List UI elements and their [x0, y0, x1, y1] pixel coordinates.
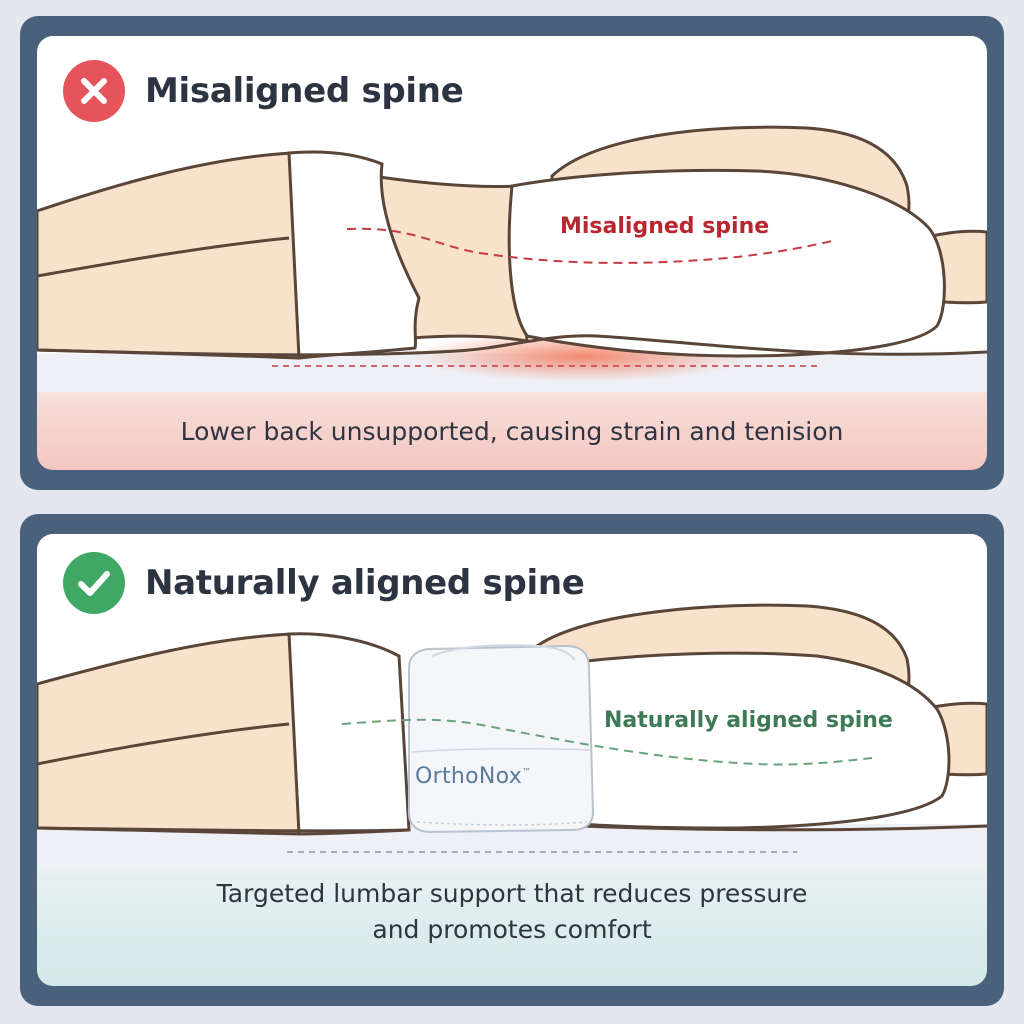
body-underside [37, 334, 987, 357]
spine-curve [346, 227, 833, 264]
shorts [287, 150, 421, 360]
misaligned-panel: Misaligned spine Misaligned spine Lower … [20, 16, 1004, 490]
aligned-panel: Naturally aligned spine Naturally aligne… [20, 514, 1004, 1006]
trademark-mark: ™ [522, 767, 532, 778]
misaligned-heading: Misaligned spine [63, 60, 464, 122]
leg-line [37, 236, 290, 278]
spine-label: Naturally aligned spine [604, 708, 893, 733]
aligned-card: Naturally aligned spine Naturally aligne… [37, 534, 987, 986]
check-circle-icon [63, 552, 125, 614]
caption-line-1: Targeted lumbar support that reduces pre… [216, 879, 808, 908]
aligned-heading: Naturally aligned spine [63, 552, 585, 614]
leg [37, 632, 301, 836]
pillow-brand-name: OrthoNox [415, 764, 523, 789]
page-title: Naturally aligned spine [145, 563, 585, 603]
x-circle-icon [63, 60, 125, 122]
caption-line-2: and promotes comfort [372, 915, 652, 945]
pillow-brand: OrthoNox™ [415, 764, 531, 789]
leg-line [37, 722, 290, 766]
misaligned-illustration [37, 125, 987, 392]
caption: Lower back unsupported, causing strain a… [180, 417, 844, 446]
lumbar-pillow [408, 644, 595, 834]
body-underside [37, 824, 987, 833]
leg [37, 151, 301, 360]
spine-curve [341, 718, 873, 766]
misaligned-card: Misaligned spine Misaligned spine Lower … [37, 36, 987, 470]
aligned-illustration [37, 603, 987, 864]
shirt [507, 168, 946, 358]
spine-label: Misaligned spine [560, 214, 770, 239]
shirt [575, 651, 951, 830]
page-title: Misaligned spine [145, 71, 464, 111]
caption: Targeted lumbar support that reduces pre… [37, 876, 987, 949]
shorts [287, 632, 411, 836]
